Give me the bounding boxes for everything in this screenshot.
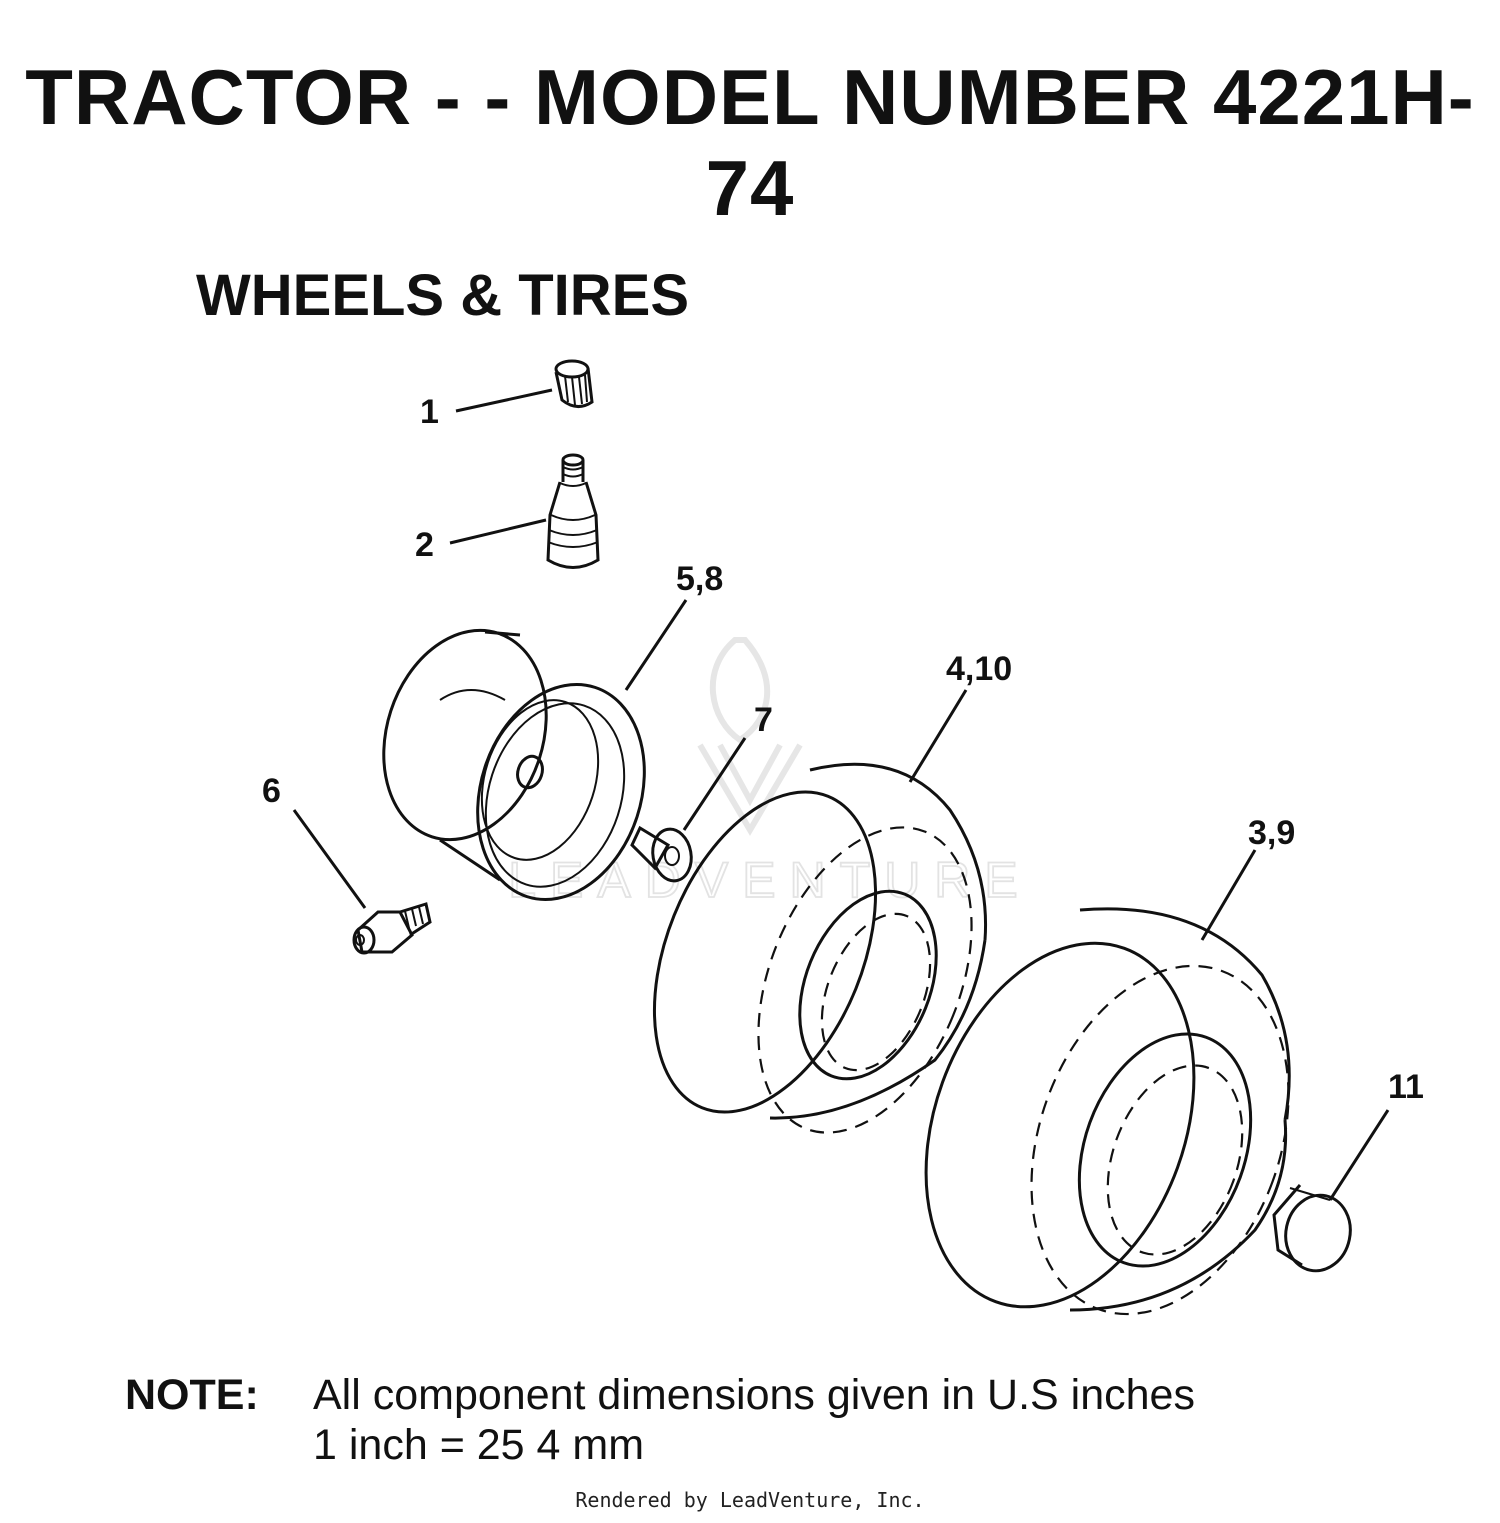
leader-2 [449, 518, 547, 545]
valve-stem-part[interactable] [546, 453, 600, 569]
leader-5-8 [624, 599, 688, 691]
wheel-rim-part[interactable] [358, 609, 671, 921]
leader-1 [455, 388, 553, 413]
section-subtitle: WHEELS & TIRES [196, 263, 690, 328]
callout-7: 7 [754, 701, 773, 739]
rear-tire-part[interactable] [878, 906, 1334, 1351]
callout-11: 11 [1388, 1068, 1424, 1106]
note-line-2: 1 inch = 25 4 mm [313, 1421, 645, 1469]
valve-cap-part[interactable] [554, 359, 594, 408]
callout-5-8: 5,8 [676, 560, 724, 598]
bushing-part[interactable] [630, 825, 695, 884]
sleeve-part[interactable] [1272, 1184, 1357, 1277]
leader-7 [682, 737, 747, 831]
callout-2: 2 [415, 526, 434, 564]
callout-6: 6 [262, 772, 281, 810]
leader-11 [1328, 1109, 1390, 1201]
page-title: TRACTOR - - MODEL NUMBER 4221H-74 [25, 53, 1475, 232]
note-label: NOTE: [125, 1371, 259, 1419]
footer-credit: Rendered by LeadVenture, Inc. [575, 1488, 925, 1512]
grease-fitting-part[interactable] [352, 902, 432, 955]
leader-3-9 [1200, 849, 1257, 941]
note-line-1: All component dimensions given in U.S in… [313, 1371, 1195, 1419]
front-tire-part[interactable] [611, 760, 1013, 1164]
leader-6 [292, 809, 367, 909]
callout-4-10: 4,10 [946, 650, 1013, 688]
callout-1: 1 [420, 393, 439, 431]
leader-4-10 [908, 689, 968, 783]
watermark-text: LEADVENTURE [508, 852, 1032, 908]
callout-3-9: 3,9 [1248, 814, 1296, 852]
